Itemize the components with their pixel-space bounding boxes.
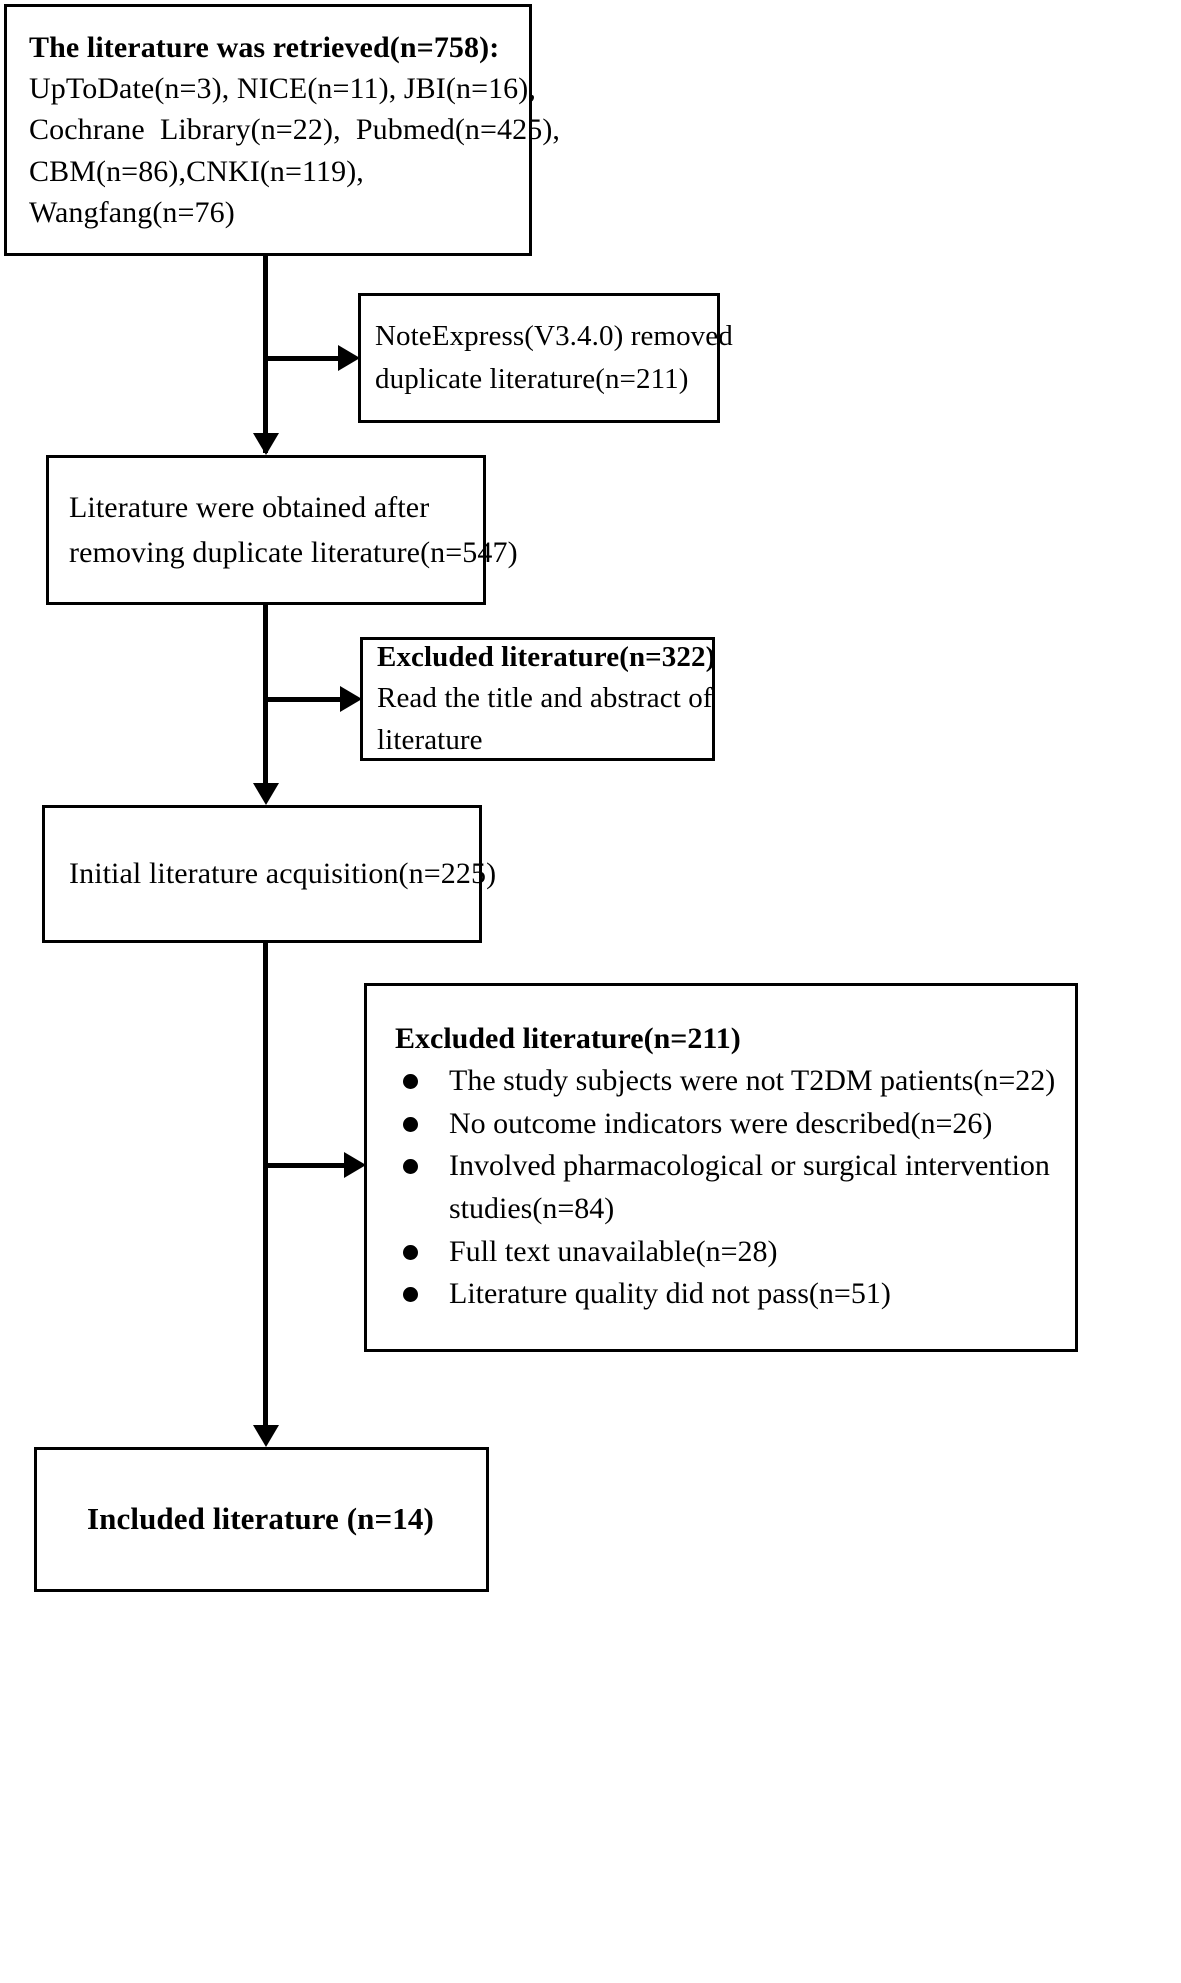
list-item: No outcome indicators were described(n=2… [395,1103,1061,1146]
bullet-icon [403,1244,418,1260]
connector-branch-to-excluded-2 [263,1163,351,1168]
exclusion-reason-text: The study subjects were not T2DM patient… [449,1064,1056,1098]
node-excluded-1-line-2: literature [377,723,483,756]
node-after-dedupe-text: Literature were obtained after removing … [49,485,518,575]
list-item: Literature quality did not pass(n=51) [395,1273,1061,1316]
bullet-icon [403,1287,418,1303]
bullet-icon [403,1159,418,1175]
list-item: Involved pharmacological or surgical int… [395,1145,1061,1230]
connector-after-dedupe-to-initial [263,605,268,783]
node-duplicate-removal-tool: NoteExpress(V3.4.0) removed duplicate li… [358,293,733,423]
bullet-icon [403,1116,418,1132]
node-excluded-title-abstract: Excluded literature(n=322) Read the titl… [360,637,715,761]
node-dedupe-tool-line-1: NoteExpress(V3.4.0) removed [375,319,733,352]
arrowhead-to-excluded-1 [340,686,362,712]
exclusion-reason-text: No outcome indicators were described(n=2… [449,1106,993,1140]
node-literature-retrieved: The literature was retrieved(n=758): UpT… [4,4,561,256]
node-included-text: Included literature (n=14) [37,1497,486,1541]
node-after-dedupe-line-1: Literature were obtained after [69,491,430,524]
connector-branch-to-dedupe-tool [263,356,345,361]
node-excluded-full-text: Excluded literature(n=211) The study sub… [364,983,1078,1352]
list-item: The study subjects were not T2DM patient… [395,1060,1061,1103]
node-initial-acquisition: Initial literature acquisition(n=225) [42,805,497,943]
connector-branch-to-excluded-1 [263,697,347,702]
node-dedupe-tool-line-2: duplicate literature(n=211) [375,363,689,395]
arrowhead-to-excluded-2 [344,1152,366,1178]
exclusion-reason-text: Literature quality did not pass(n=51) [449,1277,891,1311]
node-retrieved-text: The literature was retrieved(n=758): UpT… [7,27,561,234]
node-initial-text: Initial literature acquisition(n=225) [45,853,497,896]
arrowhead-to-dedupe-tool [338,345,360,371]
exclusion-reason-list: The study subjects were not T2DM patient… [395,1060,1061,1316]
node-excluded-2-text: Excluded literature(n=211) The study sub… [367,1019,1075,1316]
connector-initial-to-included [263,943,268,1425]
node-excluded-2-title: Excluded literature(n=211) [395,1022,741,1056]
node-after-dedupe-line-2: removing duplicate literature(n=547) [69,536,518,569]
node-retrieved-line-3: Cochrane Library(n=22), Pubmed(n=425), [29,113,561,147]
arrowhead-to-included [253,1425,279,1447]
node-retrieved-line-2: UpToDate(n=3), NICE(n=11), JBI(n=16), [29,71,536,105]
list-item: Full text unavailable(n=28) [395,1231,1061,1274]
arrowhead-to-initial [253,783,279,805]
node-retrieved-line-5: Wangfang(n=76) [29,196,235,230]
node-excluded-1-text: Excluded literature(n=322) Read the titl… [363,637,716,761]
exclusion-reason-text: Involved pharmacological or surgical int… [449,1149,1050,1225]
node-included-literature: Included literature (n=14) [34,1447,489,1592]
node-literature-after-dedupe: Literature were obtained after removing … [46,455,518,605]
bullet-icon [403,1074,418,1090]
node-excluded-1-title: Excluded literature(n=322) [377,641,716,674]
node-initial-line-1: Initial literature acquisition(n=225) [69,856,497,890]
node-excluded-1-line-1: Read the title and abstract of [377,682,713,715]
arrowhead-to-after-dedupe [253,433,279,455]
node-retrieved-line-1: The literature was retrieved(n=758): [29,30,500,64]
connector-retrieved-to-after-dedupe [263,256,268,453]
node-included-line-1: Included literature (n=14) [87,1501,434,1537]
exclusion-reason-text: Full text unavailable(n=28) [449,1234,778,1268]
node-dedupe-tool-text: NoteExpress(V3.4.0) removed duplicate li… [361,315,733,402]
node-retrieved-line-4: CBM(n=86),CNKI(n=119), [29,154,364,188]
